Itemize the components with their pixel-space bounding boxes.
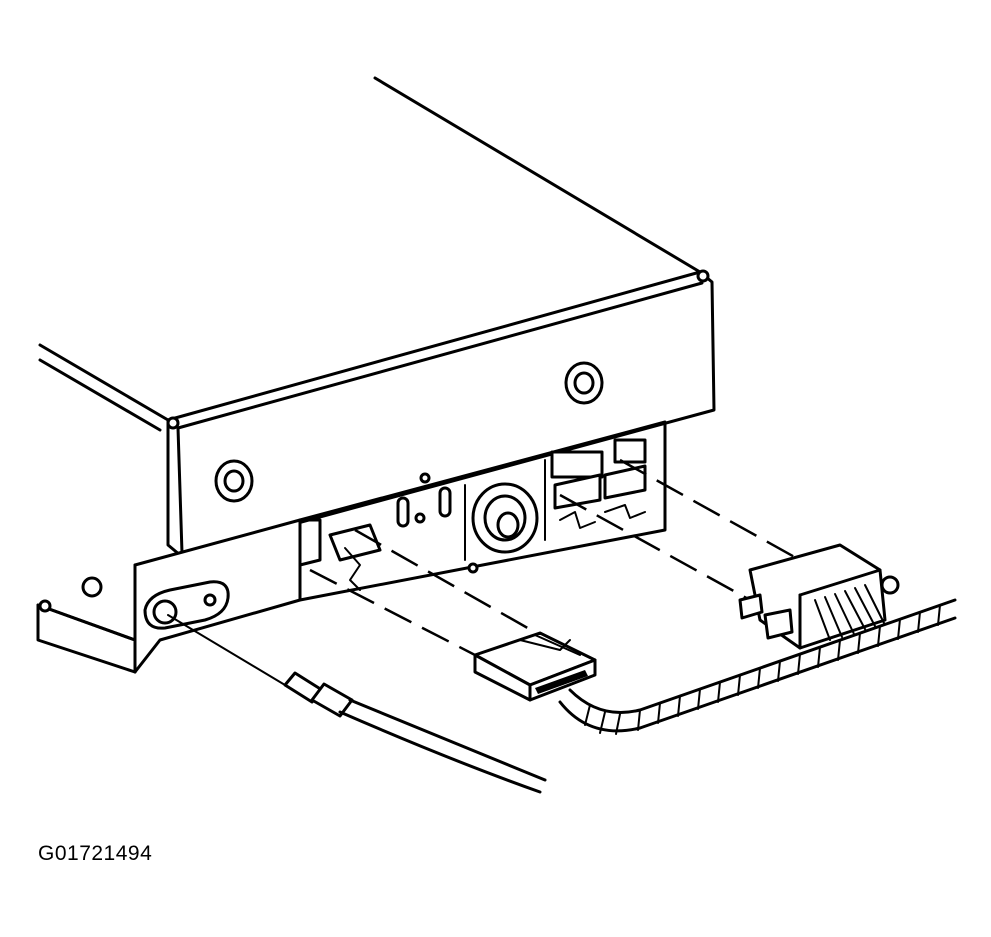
panel-slot-2: [438, 486, 452, 518]
radio-housing: [38, 76, 716, 557]
antenna-jack: [152, 599, 178, 625]
wiring-harness-conduit: [558, 598, 957, 735]
alignment-guides: [309, 458, 801, 657]
connector-wires: [814, 584, 885, 641]
small-harness-connector: [473, 631, 597, 702]
figure-id-label: G01721494: [38, 842, 153, 865]
bracket-hole: [81, 576, 103, 598]
face-screw-right: [564, 361, 604, 405]
aux-receptacle-top: [613, 438, 647, 464]
panel-slot: [396, 496, 410, 528]
main-receptacle-bottom: [553, 473, 602, 510]
rear-connector-panel: [298, 420, 667, 602]
large-harness-connector: [738, 543, 900, 650]
mounting-bracket: [36, 518, 302, 674]
plate-screw: [203, 593, 217, 607]
corner-rivet-left: [166, 416, 180, 430]
face-screw-left: [214, 459, 254, 503]
aux-receptacle-bottom: [603, 464, 647, 500]
center-stud: [471, 482, 539, 554]
connector-bolt: [880, 575, 900, 595]
bracket-hole-small: [38, 599, 52, 613]
harness-socket: [328, 523, 382, 562]
corner-rivet-right: [696, 269, 710, 283]
antenna-lead: [167, 614, 547, 794]
main-receptacle-top: [550, 450, 604, 479]
